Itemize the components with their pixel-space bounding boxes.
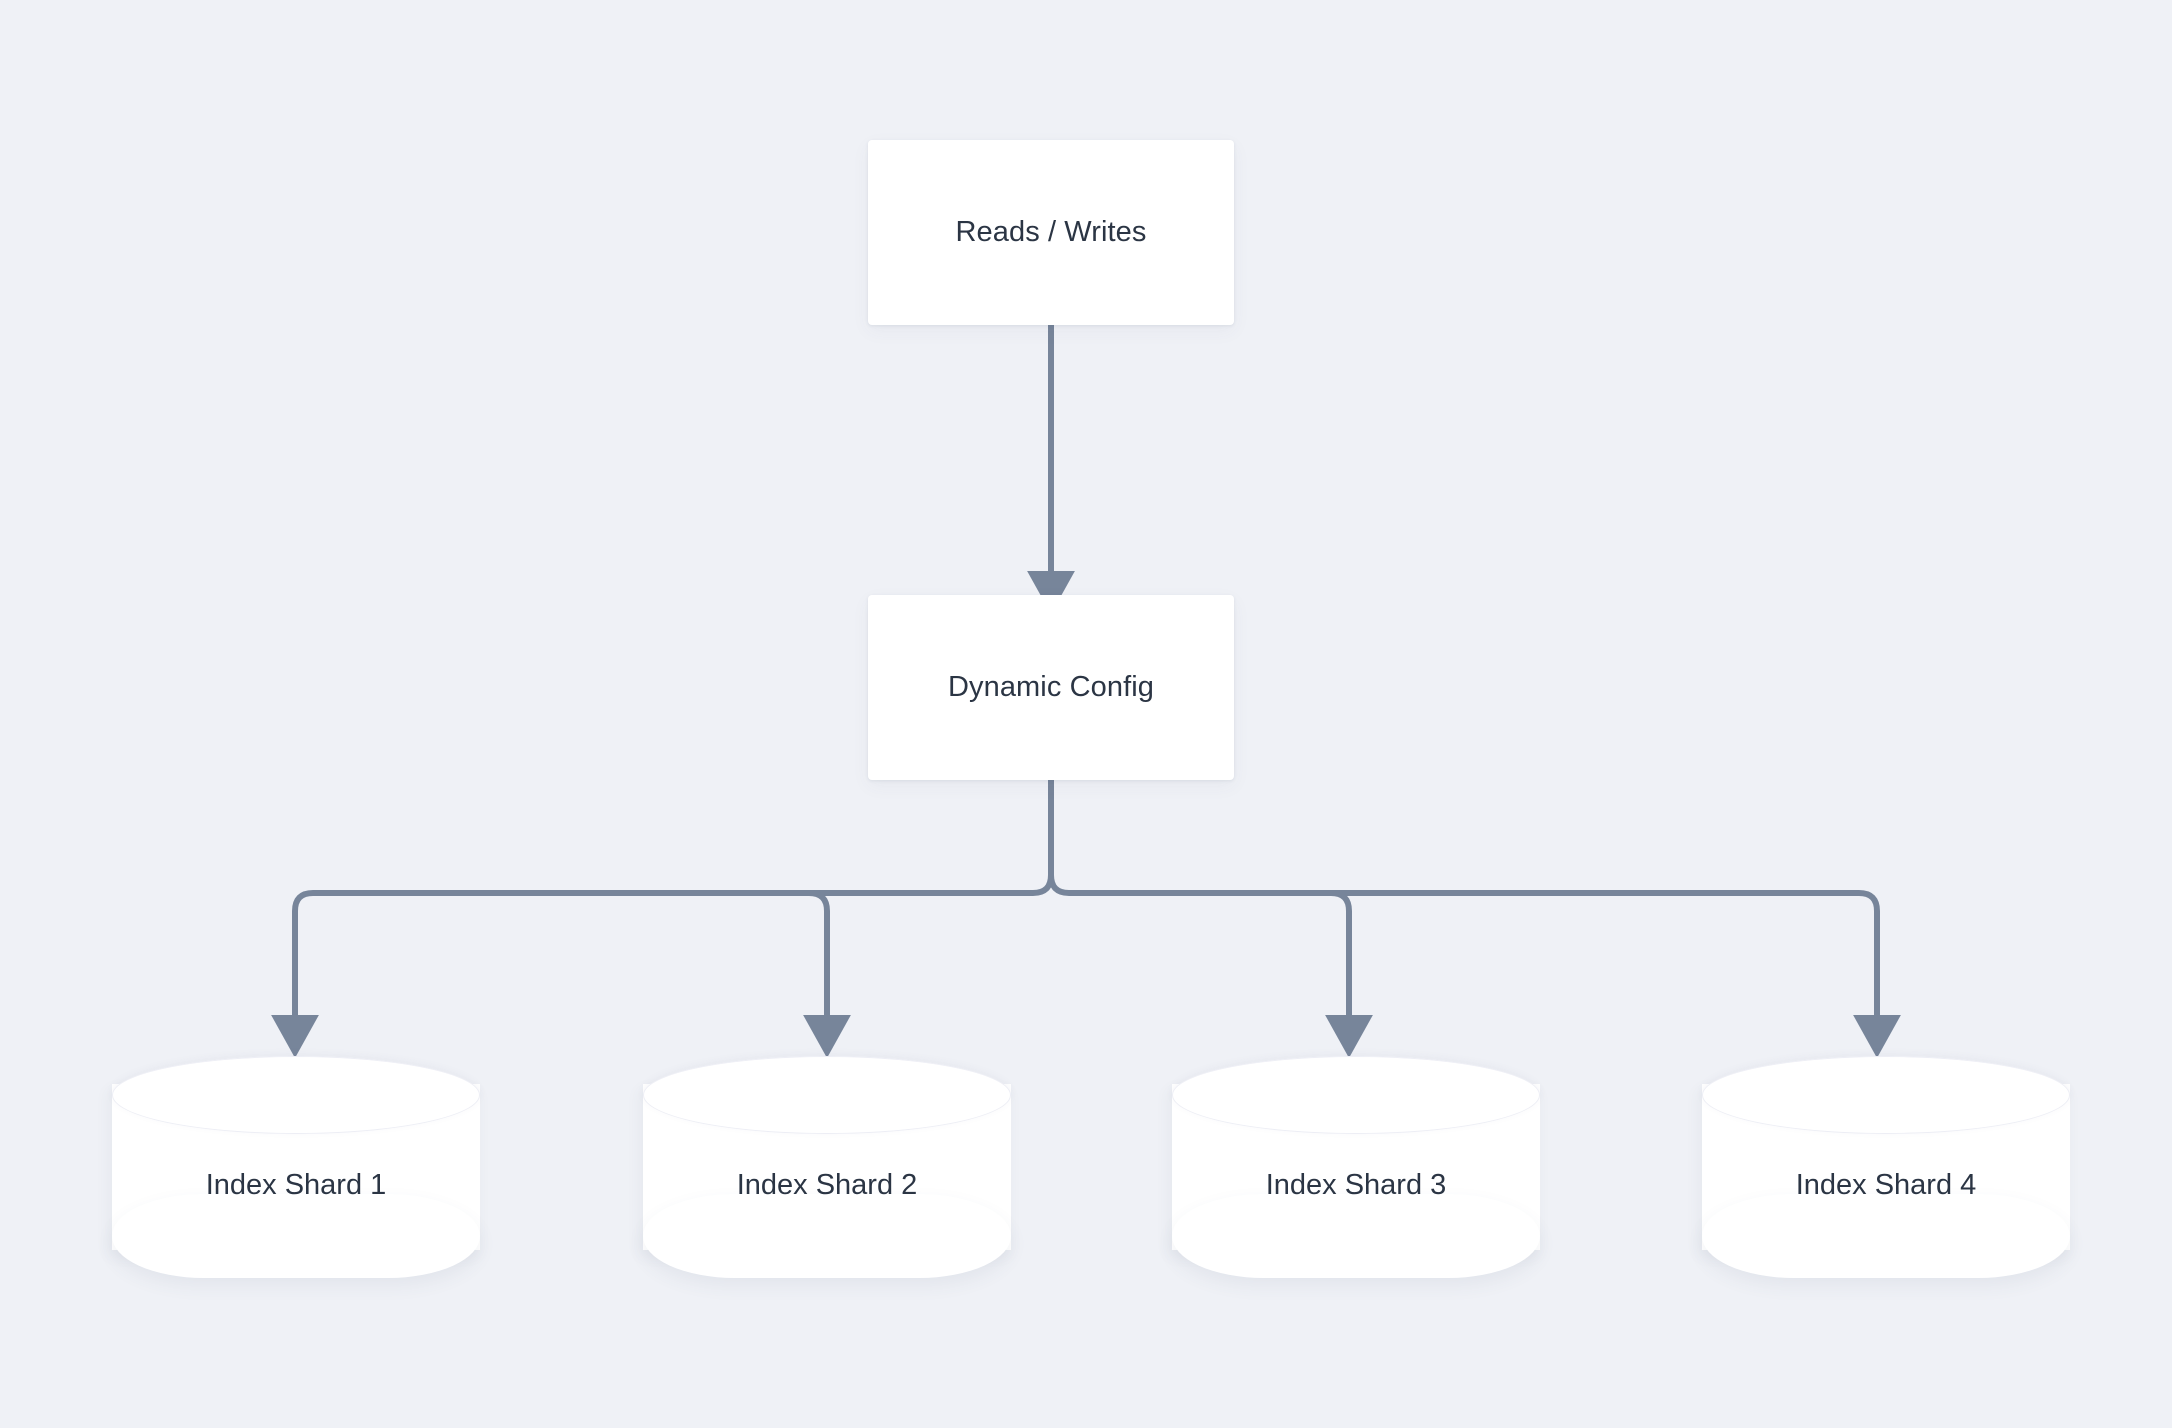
node-index-shard-2-label: Index Shard 2 <box>736 1168 918 1201</box>
cylinder-bottom-ellipse <box>1172 1194 1540 1278</box>
node-index-shard-2[interactable]: Index Shard 2 <box>643 1056 1011 1278</box>
cylinder-bottom-ellipse <box>112 1194 480 1278</box>
edge-branch-shard-3 <box>1325 890 1373 1058</box>
node-index-shard-3-label: Index Shard 3 <box>1265 1168 1447 1201</box>
node-dynamic-config-label: Dynamic Config <box>947 671 1155 703</box>
node-index-shard-4-label: Index Shard 4 <box>1795 1168 1977 1201</box>
edge-bus-right <box>1048 874 1901 1058</box>
edge-bus-left <box>271 874 1054 1058</box>
cylinder-rim <box>1702 1056 2070 1134</box>
node-index-shard-4[interactable]: Index Shard 4 <box>1702 1056 2070 1278</box>
cylinder-rim <box>112 1056 480 1134</box>
node-reads-writes[interactable]: Reads / Writes <box>868 140 1234 325</box>
cylinder-rim <box>643 1056 1011 1134</box>
node-index-shard-3[interactable]: Index Shard 3 <box>1172 1056 1540 1278</box>
node-dynamic-config[interactable]: Dynamic Config <box>868 595 1234 780</box>
node-index-shard-1-label: Index Shard 1 <box>205 1168 387 1201</box>
cylinder-bottom-ellipse <box>1702 1194 2070 1278</box>
edge-branch-shard-2 <box>803 890 851 1058</box>
node-index-shard-1[interactable]: Index Shard 1 <box>112 1056 480 1278</box>
node-reads-writes-label: Reads / Writes <box>955 216 1147 248</box>
cylinder-bottom-ellipse <box>643 1194 1011 1278</box>
cylinder-rim <box>1172 1056 1540 1134</box>
